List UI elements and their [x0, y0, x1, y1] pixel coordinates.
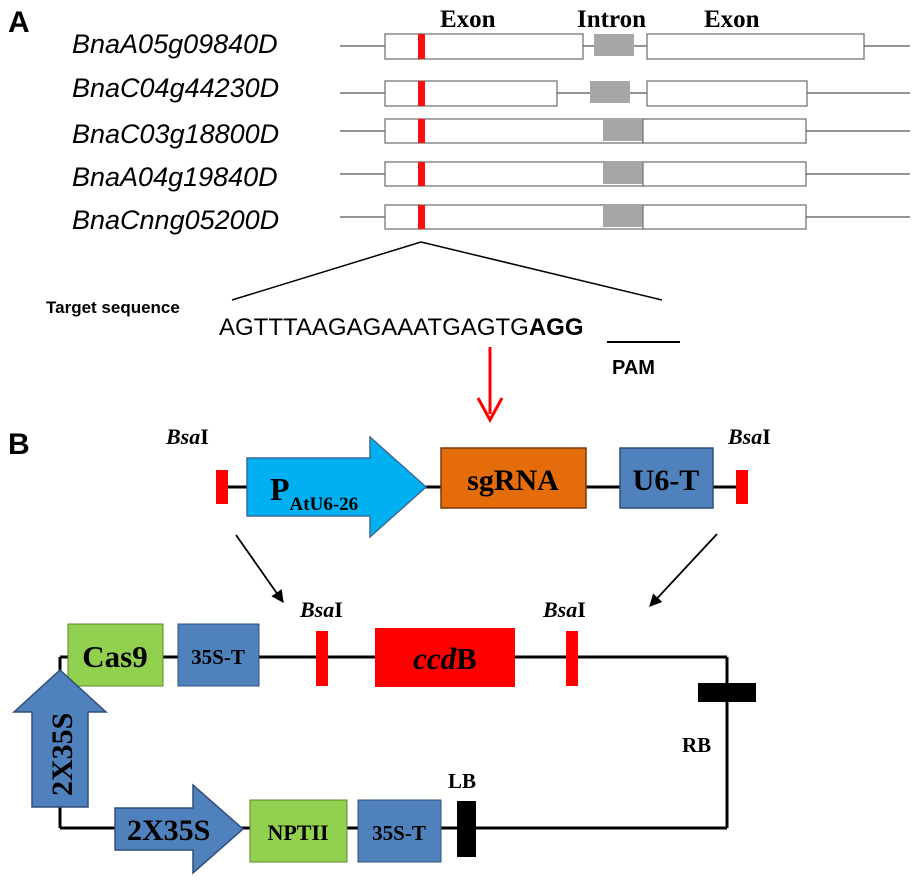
insertion-arrow-right	[649, 533, 718, 607]
intron-box	[603, 162, 643, 184]
gene-model-3: BnaC03g18800D	[72, 118, 910, 149]
ccdb-italic-text: ccd	[413, 641, 457, 676]
bsai-suffix: I	[200, 424, 209, 449]
u6-terminator-label: U6-T	[633, 464, 700, 497]
exon-box	[646, 33, 865, 60]
intron-label: Intron	[577, 6, 646, 33]
exon-box	[384, 80, 558, 107]
bsai-site-vector-2	[566, 631, 578, 686]
target-site-mark	[418, 34, 425, 59]
ccdb-label: ccdB	[413, 641, 477, 676]
bsai-suffix: I	[762, 424, 771, 449]
exon-right-label: Exon	[704, 6, 760, 33]
red-down-arrow	[476, 347, 504, 424]
bsai-text: Bsa	[165, 424, 200, 449]
intron-box	[603, 205, 643, 227]
target-sequence: AGTTTAAGAGAAATGAGTGAGG	[219, 314, 583, 341]
gene-model-5: BnaCnng05200D	[72, 204, 910, 235]
nptii-label: NPTII	[267, 820, 328, 845]
lb-label: LB	[448, 769, 476, 793]
sgrna-cassette: BsaI PAtU6-26 sgRNA U6-T BsaI	[165, 424, 771, 539]
target-site-mark	[418, 162, 425, 186]
pam-label: PAM	[612, 357, 655, 379]
35s-terminator-label-bottom: 35S-T	[372, 821, 426, 845]
left-border-marker	[457, 801, 476, 857]
bsai-site-label-right: BsaI	[727, 424, 771, 449]
bsai-site-vector-1	[316, 631, 328, 686]
gene-name-5: BnaCnng05200D	[72, 205, 279, 235]
intron-box	[590, 81, 630, 103]
gene-model-2: BnaC04g44230D	[72, 73, 910, 107]
promoter-arrow-atu6	[246, 435, 428, 539]
bsai-text: Bsa	[542, 597, 577, 622]
bsai-text: Bsa	[299, 597, 334, 622]
cas9-label: Cas9	[82, 639, 147, 674]
bsai-label-vector-1: BsaI	[299, 597, 343, 622]
target-site-mark	[418, 119, 425, 143]
bsai-site-right	[736, 470, 748, 504]
zoom-line-right	[420, 241, 663, 301]
35s-terminator-label-top: 35S-T	[191, 645, 245, 669]
gene-name-1: BnaA05g09840D	[72, 29, 278, 59]
2x35s-label-bottom: 2X35S	[127, 814, 210, 847]
exon-box	[384, 161, 644, 187]
target-sequence-label: Target sequence	[46, 298, 180, 317]
2x35s-label-vertical: 2X35S	[46, 713, 79, 796]
bsai-suffix: I	[577, 597, 586, 622]
binary-vector: Cas9 35S-T BsaI ccdB BsaI RB 2X35S 2X35S…	[12, 597, 756, 875]
bsai-text: Bsa	[727, 424, 762, 449]
35s-terminator-box-top	[177, 623, 260, 687]
cas9-box	[67, 623, 164, 687]
gene-model-4: BnaA04g19840D	[72, 161, 910, 192]
exon-box	[642, 118, 807, 144]
gene-model-1: BnaA05g09840D	[72, 29, 910, 60]
promoter-label: PAtU6-26	[270, 471, 358, 515]
35s-terminator-box-bottom	[357, 799, 442, 863]
gene-name-4: BnaA04g19840D	[72, 162, 278, 192]
gene-name-2: BnaC04g44230D	[72, 73, 279, 103]
exon-box	[642, 204, 807, 230]
promoter-subscript: AtU6-26	[290, 494, 359, 515]
insertion-arrow-left	[235, 534, 284, 604]
target-site-mark	[418, 205, 425, 229]
target-site-mark	[418, 81, 425, 106]
panel-b-label: B	[8, 428, 30, 461]
zoom-line-left	[231, 241, 422, 301]
pam-sequence: AGG	[529, 314, 584, 341]
sgrna-label: sgRNA	[467, 464, 559, 497]
nptii-box	[249, 799, 348, 863]
bsai-site-left	[216, 470, 228, 504]
rb-label: RB	[682, 733, 711, 757]
bsai-site-label-left: BsaI	[165, 424, 209, 449]
intron-box	[603, 119, 643, 141]
target-protospacer: AGTTTAAGAGAAATGAGTG	[219, 314, 529, 341]
ccdb-rest-text: B	[456, 641, 477, 676]
sgrna-box	[440, 447, 587, 509]
u6-terminator-box	[619, 447, 714, 509]
promoter-main-text: P	[270, 471, 290, 507]
right-border-marker	[698, 683, 756, 702]
exon-box	[384, 118, 644, 144]
ccdb-box	[375, 628, 515, 687]
panel-a-label: A	[8, 6, 30, 39]
exon-box	[384, 33, 584, 60]
2x35s-promoter-arrow-bottom	[114, 783, 245, 875]
exon-box	[642, 161, 807, 187]
2x35s-promoter-arrow-vertical	[12, 668, 108, 808]
intron-box	[594, 34, 634, 56]
bsai-suffix: I	[334, 597, 343, 622]
bsai-label-vector-2: BsaI	[542, 597, 586, 622]
gene-name-3: BnaC03g18800D	[72, 119, 279, 149]
exon-left-label: Exon	[440, 6, 496, 33]
exon-box	[646, 80, 808, 107]
